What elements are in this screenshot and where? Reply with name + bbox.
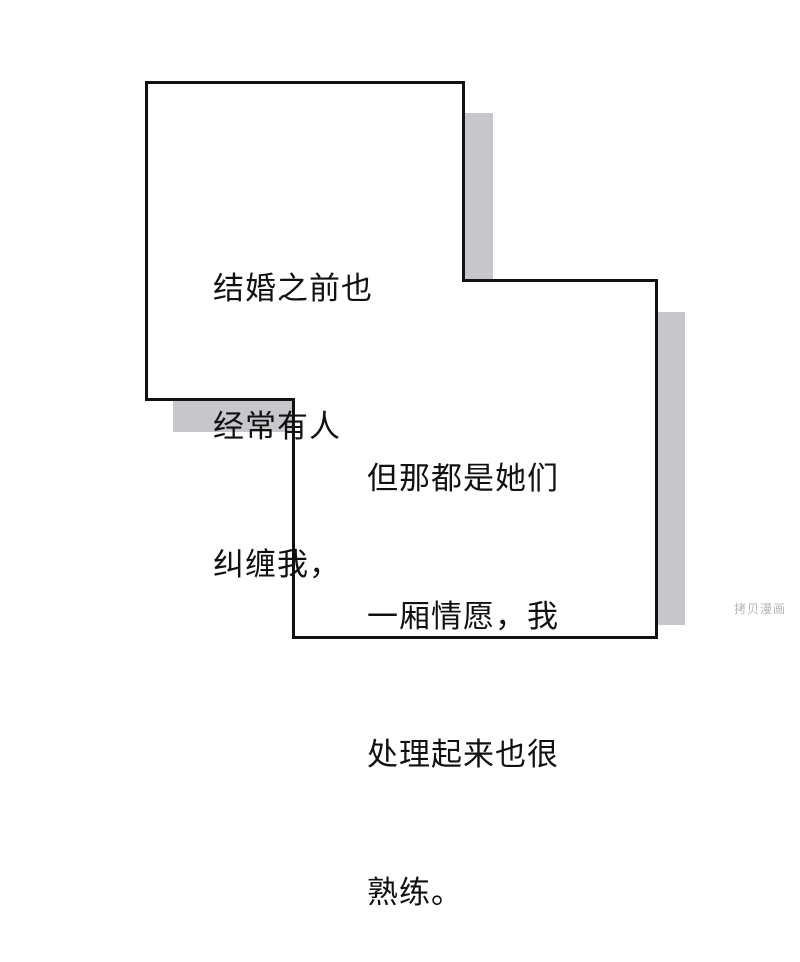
box1-text: 结婚之前也 经常有人 纠缠我， [213,174,373,634]
box2-line-2: 一厢情愿，我 [367,599,559,635]
outline-left-2 [292,398,295,625]
outline-bottom-1 [145,398,295,401]
box1-line-1: 结婚之前也 [213,271,373,307]
box1-line-3: 纠缠我， [213,547,341,583]
box2-line-3: 处理起来也很 [367,737,559,773]
box2-text: 但那都是她们 一厢情愿，我 处理起来也很 熟练。 [367,364,559,962]
box1-bottom-shadow [173,398,294,432]
outline-top-2 [462,279,658,282]
box2-line-4: 熟练。 [367,875,463,911]
watermark: 拷贝漫画 [733,602,786,616]
outline-left-1 [145,81,148,401]
box2-line-1: 但那都是她们 [367,461,559,497]
outline-right-1 [462,81,465,282]
box1-shadow [462,113,493,280]
outline-right-2 [655,279,658,625]
box1-inner-fill [148,84,462,398]
box1-line-2: 经常有人 [213,409,341,445]
outline-top-1 [145,81,465,84]
box2-shadow [655,312,685,625]
